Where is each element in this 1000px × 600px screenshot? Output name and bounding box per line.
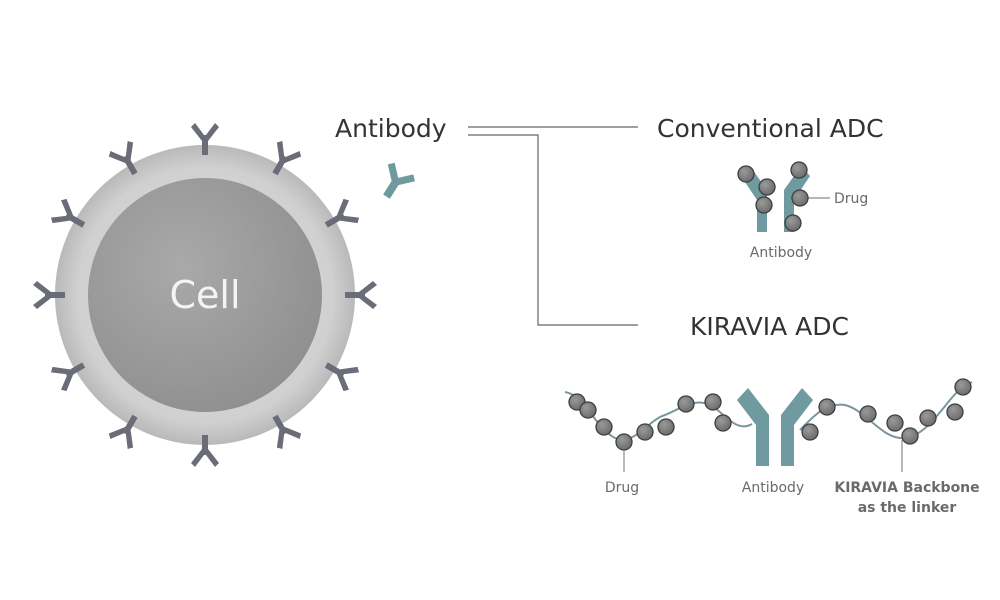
kiravia-adc-title: KIRAVIA ADC [690, 312, 849, 341]
antibody-title: Antibody [335, 114, 447, 143]
conventional-adc-title: Conventional ADC [657, 114, 884, 143]
connector-lines [468, 126, 638, 326]
kiravia-backbone-label-line2: as the linker [858, 500, 957, 516]
cell-body [88, 178, 322, 412]
kiravia-drug-label: Drug [605, 480, 639, 496]
kiravia-antibody-icon [737, 388, 813, 466]
free-antibody-icon [383, 162, 415, 199]
kiravia-antibody-label: Antibody [742, 480, 804, 496]
kiravia-backbone-label-line1: KIRAVIA Backbone [834, 480, 979, 496]
conventional-antibody-label: Antibody [750, 245, 812, 261]
cell-label: Cell [169, 273, 240, 317]
conventional-adc-illustration: Drug Antibody [737, 161, 868, 261]
kiravia-adc-illustration: Drug Antibody KIRAVIA Backbone as the li… [564, 378, 980, 516]
kiravia-drug-beads [568, 378, 972, 451]
conventional-drug-label: Drug [834, 191, 868, 207]
conventional-drug-beads [737, 161, 809, 232]
cell: Cell [55, 145, 355, 445]
